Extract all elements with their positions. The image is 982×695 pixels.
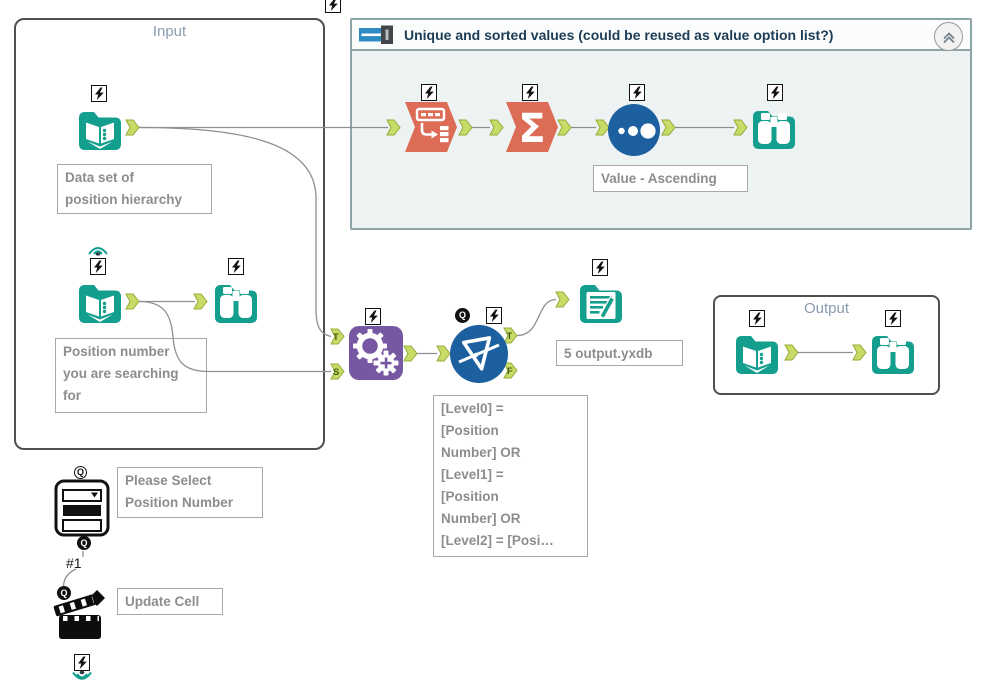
- collapse-button[interactable]: [934, 22, 963, 51]
- annotation-dropdown[interactable]: Please Select Position Number: [117, 467, 263, 518]
- anchor-letter-s: S: [333, 367, 339, 378]
- annotation-filter-expression[interactable]: [Level0] = [Position Number] OR [Level1]…: [433, 395, 588, 557]
- lightning-badge: [629, 84, 645, 101]
- connection-wire-q[interactable]: [62, 568, 77, 588]
- double-chevron-up-icon: [943, 31, 955, 43]
- annotation-input-hierarchy[interactable]: Data set of position hierarchy: [57, 164, 212, 214]
- lightning-badge: [325, 0, 341, 13]
- input-data-tool-position[interactable]: [74, 276, 126, 328]
- summarize-sigma-icon: Σ: [506, 102, 558, 152]
- lightning-badge: [421, 84, 437, 101]
- wireless-connection-icon: [71, 670, 93, 685]
- lightning-badge: [91, 85, 107, 102]
- action-interface-tool[interactable]: [53, 588, 107, 646]
- input-data-icon: [736, 336, 778, 374]
- input-data-tool-hierarchy[interactable]: [74, 103, 126, 155]
- lightning-badge: [90, 258, 106, 275]
- dropdown-icon: [54, 479, 110, 537]
- action-clapperboard-icon: [53, 590, 105, 639]
- q-connection-badge: Q: [455, 308, 470, 323]
- lightning-badge: [486, 307, 502, 324]
- connection-wire[interactable]: [516, 298, 557, 337]
- input-anchor-s[interactable]: [330, 363, 345, 380]
- transpose-tool[interactable]: [402, 101, 458, 153]
- connection-number-label: #1: [66, 555, 82, 571]
- lightning-badge: [365, 308, 381, 325]
- dropdown-interface-tool[interactable]: [54, 479, 110, 537]
- gears-icon: [349, 326, 403, 380]
- lightning-badge: [522, 84, 538, 101]
- lightning-badge: [592, 259, 608, 276]
- output-anchor[interactable]: [403, 345, 418, 362]
- sort-dots-icon: [608, 104, 660, 156]
- wireless-connection-icon: [87, 241, 109, 256]
- browse-tool-output-container[interactable]: [867, 327, 919, 379]
- container-unique-title: Unique and sorted values (could be reuse…: [404, 26, 834, 43]
- q-input-anchor[interactable]: Q: [74, 466, 87, 479]
- input-data-tool-output-container[interactable]: [731, 327, 783, 379]
- output-data-icon: [580, 285, 622, 323]
- transpose-icon: [405, 102, 457, 152]
- lightning-badge: [885, 310, 901, 327]
- svg-text:Σ: Σ: [518, 106, 545, 152]
- anchor-letter-t: T: [333, 332, 339, 343]
- annotation-sort[interactable]: Value - Ascending: [593, 165, 748, 192]
- container-input-title: Input: [152, 23, 187, 40]
- tool-container-output[interactable]: Output: [713, 295, 940, 395]
- input-data-icon: [79, 285, 121, 323]
- lightning-badge: [74, 654, 90, 671]
- container-unique-header[interactable]: Unique and sorted values (could be reuse…: [352, 20, 970, 51]
- q-output-anchor[interactable]: Q: [77, 536, 91, 550]
- filter-funnel-icon: [450, 325, 508, 383]
- container-output-title: Output: [803, 300, 850, 317]
- browse-binoculars-icon: [215, 285, 257, 323]
- summarize-tool[interactable]: Σ: [503, 101, 559, 153]
- browse-tool-position[interactable]: [210, 276, 262, 328]
- browse-binoculars-icon: [872, 336, 914, 374]
- filter-tool[interactable]: [450, 325, 508, 383]
- input-anchor-t[interactable]: [330, 328, 345, 345]
- output-data-tool[interactable]: [575, 276, 627, 328]
- annotation-input-position[interactable]: Position number you are searching for: [55, 338, 207, 413]
- browse-binoculars-icon: [753, 111, 795, 149]
- tool-container-icon: [359, 25, 393, 44]
- dropdown-caret-icon: [91, 492, 98, 498]
- append-fields-tool[interactable]: [349, 326, 403, 380]
- sort-tool[interactable]: [608, 104, 660, 156]
- annotation-output-file[interactable]: 5 output.yxdb: [556, 340, 683, 366]
- input-data-icon: [79, 112, 121, 150]
- lightning-badge: [767, 84, 783, 101]
- input-anchor[interactable]: [436, 345, 451, 362]
- q-input-anchor[interactable]: Q: [57, 586, 71, 600]
- annotation-action[interactable]: Update Cell: [117, 588, 223, 615]
- lightning-badge: [749, 310, 765, 327]
- lightning-badge: [228, 258, 244, 275]
- input-anchor[interactable]: [555, 291, 570, 308]
- browse-tool-unique[interactable]: [748, 102, 800, 154]
